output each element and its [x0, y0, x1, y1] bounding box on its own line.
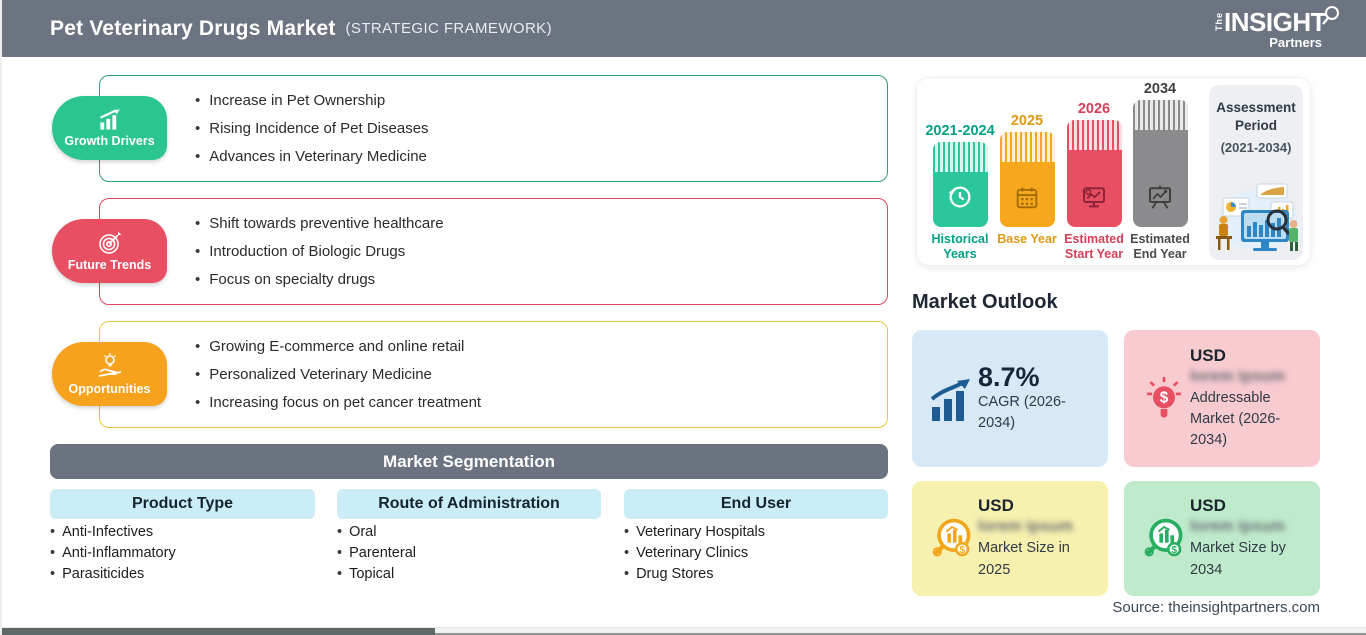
badge-label: Future Trends — [67, 258, 152, 272]
logo-insight-text: INSIGHT — [1224, 6, 1326, 37]
growth-drivers-box: Increase in Pet Ownership Rising Inciden… — [99, 75, 888, 182]
bar-year-label: 2034 — [1143, 81, 1177, 97]
blurred-value: lorem ipsum — [1190, 367, 1286, 385]
target-dart-icon — [97, 230, 123, 256]
card-label: Market Size in 2025 — [978, 540, 1070, 578]
future-trends-badge: Future Trends — [52, 219, 167, 283]
source-attribution: Source: theinsightpartners.com — [1112, 599, 1320, 616]
timeline-bars: 2021-2024 2025 — [917, 78, 1209, 227]
magnifier-chart-icon: $ — [926, 515, 978, 563]
list-item: Veterinary Clinics — [624, 546, 765, 561]
segment-header-end-user: End User — [624, 489, 888, 519]
growth-driver-item: Rising Incidence of Pet Diseases — [195, 119, 887, 139]
history-clock-icon — [945, 182, 975, 227]
magnifier-icon — [1316, 5, 1342, 36]
badge-label: Opportunities — [68, 382, 151, 396]
cagr-card: 8.7% CAGR (2026-2034) — [912, 330, 1108, 467]
header-bar: Pet Veterinary Drugs Market (STRATEGIC F… — [2, 0, 1366, 57]
svg-text:$: $ — [959, 545, 965, 556]
growth-driver-item: Increase in Pet Ownership — [195, 91, 887, 111]
horizontal-scrollbar-track[interactable] — [2, 627, 1366, 635]
opportunity-item: Growing E-commerce and online retail — [195, 337, 887, 357]
segment-header-route: Route of Administration — [337, 489, 601, 519]
horizontal-scrollbar-thumb[interactable] — [2, 628, 435, 635]
cagr-label: CAGR (2026-2034) — [978, 394, 1066, 432]
market-segmentation-header: Market Segmentation — [50, 444, 888, 479]
opportunities-badge: Opportunities — [52, 342, 167, 406]
end-user-list: Veterinary Hospitals Veterinary Clinics … — [624, 525, 765, 582]
market-segmentation-title: Market Segmentation — [383, 451, 555, 471]
growth-bars-arrow-icon — [926, 377, 978, 421]
bar-estimated-end-year: 2034 — [1130, 81, 1190, 227]
timeline-chart-panel: 2021-2024 2025 — [917, 78, 1310, 265]
bar-year-label: 2021-2024 — [925, 123, 995, 139]
logo-the-text: The — [1214, 11, 1225, 31]
product-type-list: Anti-Infectives Anti-Inflammatory Parasi… — [50, 525, 176, 582]
assessment-period-panel: Assessment Period (2021-2034) — [1209, 85, 1303, 260]
usd-label: USD — [1190, 496, 1226, 516]
opportunities-box: Growing E-commerce and online retail Per… — [99, 321, 888, 428]
growth-drivers-badge: Growth Drivers — [52, 96, 167, 160]
bar-historical-years: 2021-2024 — [925, 123, 995, 227]
bar-base-year: 2025 — [998, 113, 1056, 227]
assessment-period-label: Assessment Period — [1216, 100, 1296, 133]
historical-years-bar — [932, 142, 988, 227]
growth-driver-item: Advances in Veterinary Medicine — [195, 147, 887, 167]
cagr-value: 8.7% — [978, 361, 1040, 392]
list-item: Parenteral — [337, 546, 416, 561]
list-item: Oral — [337, 525, 416, 540]
monitor-gear-icon — [1079, 182, 1109, 227]
bar-year-label: 2025 — [1010, 113, 1044, 129]
opportunity-item: Increasing focus on pet cancer treatment — [195, 393, 887, 413]
assessment-period-range: (2021-2034) — [1220, 140, 1292, 156]
usd-label: USD — [1190, 345, 1226, 365]
market-size-2025-card: $ USD lorem ipsum Market Size in 2025 — [912, 481, 1108, 596]
estimated-end-year-bar — [1132, 100, 1188, 227]
logo-partners-text: Partners — [1269, 34, 1322, 50]
estimated-start-year-bar — [1066, 120, 1122, 227]
bar-caption: Historical Years — [931, 232, 989, 261]
list-item: Veterinary Hospitals — [624, 525, 765, 540]
addressable-market-card: $ USD lorem ipsum Addressable Market (20… — [1124, 330, 1320, 467]
page-title: Pet Veterinary Drugs Market — [50, 16, 336, 40]
card-label: Addressable Market (2026-2034) — [1190, 389, 1281, 448]
page-subtitle: (STRATEGIC FRAMEWORK) — [345, 20, 552, 37]
usd-label: USD — [978, 496, 1014, 516]
list-item: Anti-Inflammatory — [50, 546, 176, 561]
blurred-value: lorem ipsum — [978, 518, 1074, 536]
future-trends-box: Shift towards preventive healthcare Intr… — [99, 198, 888, 305]
blurred-value: lorem ipsum — [1190, 518, 1286, 536]
market-outlook-title: Market Outlook — [912, 291, 1058, 313]
bar-caption: Estimated End Year — [1130, 232, 1190, 261]
bar-caption: Base Year — [997, 232, 1057, 246]
list-item: Drug Stores — [624, 567, 765, 582]
future-trend-item: Focus on specialty drugs — [195, 270, 887, 290]
future-trend-item: Shift towards preventive healthcare — [195, 214, 887, 234]
bar-chart-growth-icon — [95, 108, 125, 132]
insight-partners-logo: The INSIGHT Partners — [1214, 5, 1340, 50]
market-size-2034-card: $ USD lorem ipsum Market Size by 2034 — [1124, 481, 1320, 596]
bulb-dollar-icon: $ — [1138, 373, 1190, 425]
opportunity-item: Personalized Veterinary Medicine — [195, 365, 887, 385]
badge-label: Growth Drivers — [64, 134, 155, 148]
bar-year-label: 2026 — [1077, 101, 1111, 117]
list-item: Topical — [337, 567, 416, 582]
future-trend-item: Introduction of Biologic Drugs — [195, 242, 887, 262]
list-item: Anti-Infectives — [50, 525, 176, 540]
calendar-icon — [1013, 184, 1041, 227]
card-label: Market Size by 2034 — [1190, 540, 1286, 578]
presentation-board-icon — [1145, 182, 1175, 227]
list-item: Parasiticides — [50, 567, 176, 582]
route-list: Oral Parenteral Topical — [337, 525, 416, 582]
segment-header-product-type: Product Type — [50, 489, 315, 519]
hand-bulb-icon — [96, 352, 124, 380]
svg-text:$: $ — [1160, 389, 1169, 406]
bar-caption: Estimated Start Year — [1064, 232, 1124, 261]
bar-estimated-start-year: 2026 — [1065, 101, 1123, 227]
magnifier-chart-icon: $ — [1138, 515, 1190, 563]
base-year-bar — [999, 132, 1055, 227]
svg-text:$: $ — [1171, 545, 1177, 556]
